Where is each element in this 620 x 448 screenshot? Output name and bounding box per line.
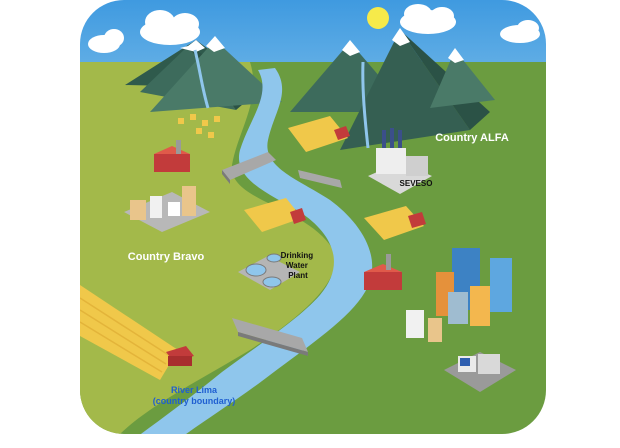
wheat-field-large	[80, 285, 178, 380]
river-lima	[130, 68, 373, 434]
label-drinking: Drinking	[281, 251, 314, 260]
label-seveso: SEVESO	[400, 179, 433, 188]
cloud-far-right	[500, 20, 540, 43]
factory-bravo	[154, 140, 190, 172]
seveso-plant	[368, 128, 432, 194]
field-upper-center	[288, 116, 350, 152]
mountains-left	[125, 36, 282, 112]
label-country-bravo: Country Bravo	[128, 251, 205, 263]
bridge-north	[222, 152, 276, 184]
cloud-center	[140, 10, 200, 45]
label-drinking-water-plant: Drinking Water Plant	[281, 251, 316, 280]
label-country-boundary: (country boundary)	[153, 396, 236, 406]
field-center-right	[364, 206, 426, 240]
sun	[367, 7, 389, 29]
bridge-south	[232, 318, 308, 356]
hay-bales	[178, 114, 220, 138]
hospital	[444, 352, 516, 392]
label-country-alfa: Country ALFA	[435, 132, 509, 144]
field-center-left	[244, 198, 306, 232]
stream-right	[361, 61, 370, 149]
stream-left	[193, 49, 210, 109]
town-bravo	[124, 186, 210, 232]
cloud-left	[88, 29, 124, 53]
factory-alfa	[364, 254, 402, 290]
label-plant: Plant	[288, 271, 308, 280]
barn-bottom-left	[166, 346, 194, 366]
city-alfa	[406, 248, 512, 342]
cloud-right	[400, 4, 456, 34]
label-water: Water	[286, 261, 308, 270]
label-river-lima: River Lima	[171, 385, 218, 395]
mountains-right	[290, 28, 495, 150]
bridge-middle	[298, 170, 342, 188]
drinking-water-plant	[238, 253, 300, 290]
